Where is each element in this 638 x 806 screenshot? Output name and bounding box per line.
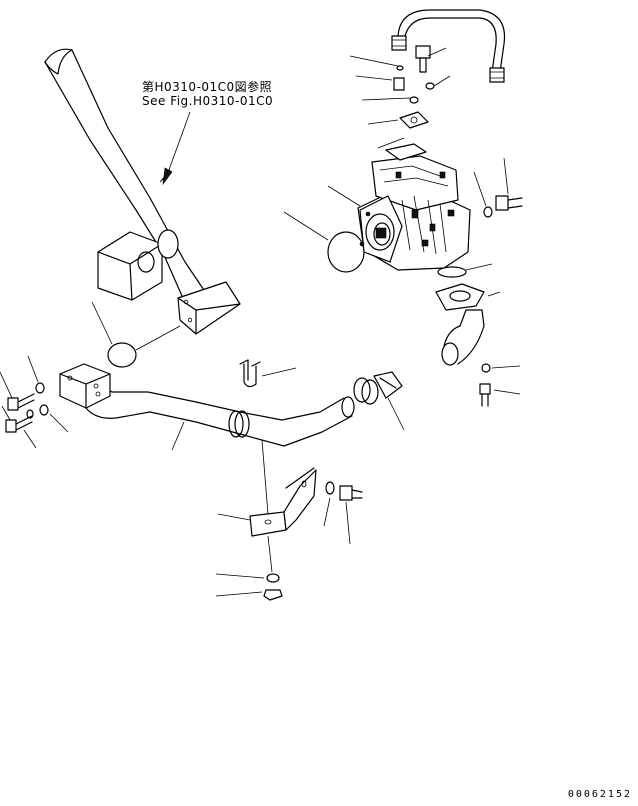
pump-side-bolt (473, 157, 523, 218)
leader-lines-left (0, 355, 185, 451)
pump-top-fittings (349, 45, 451, 129)
bolts-left (5, 382, 49, 433)
reference-note-english: See Fig.H0310-01C0 (142, 94, 274, 108)
flange-block-lower (59, 363, 111, 409)
suction-pipe-lower (77, 384, 355, 447)
mounting-bracket (249, 439, 317, 573)
elbow-pipe (435, 283, 521, 407)
suction-pipe-upper (44, 48, 209, 297)
drawing-number: 00062152 (567, 789, 632, 800)
pump-gasket (437, 263, 493, 278)
bolt-washer-bracket (323, 481, 363, 545)
hose-clamp (353, 371, 405, 431)
flange-block-upper (97, 229, 179, 301)
reference-arrow (159, 111, 191, 186)
washer-nut (215, 513, 283, 601)
reference-note-japanese: 第H0310-01C0図参照 (142, 80, 273, 94)
o-ring-upper (91, 301, 181, 368)
o-ring-pump (283, 211, 365, 273)
pipe-flange-adapter (177, 281, 241, 335)
hydraulic-pump (327, 137, 471, 271)
hydraulic-hose (391, 9, 506, 83)
u-bolt (239, 359, 297, 388)
